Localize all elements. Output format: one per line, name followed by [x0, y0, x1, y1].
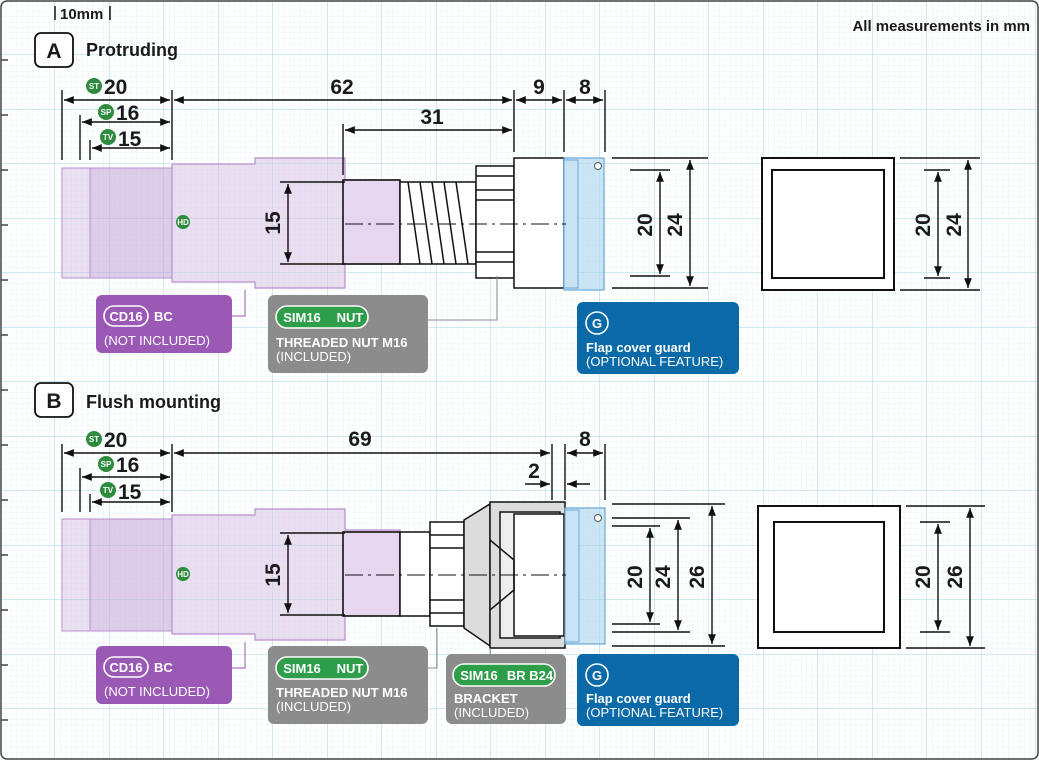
- dim-b-tv: 15: [118, 481, 142, 504]
- section-b-letter-box: [34, 382, 74, 418]
- dim-b-guard: 8: [579, 428, 591, 451]
- svg-text:THREADED NUT M16: THREADED NUT M16: [276, 335, 407, 350]
- dim-b-step: 2: [528, 460, 540, 483]
- section-a-flap-guard: [563, 157, 605, 291]
- badge-sp-a: SP: [101, 108, 112, 117]
- svg-text:THREADED NUT M16: THREADED NUT M16: [276, 685, 407, 700]
- tag-a-cd16: CD16 BC (NOT INCLUDED): [96, 290, 246, 353]
- badge-st-a: ST: [89, 82, 99, 91]
- tag-b-cd16: CD16 BC (NOT INCLUDED): [96, 642, 246, 704]
- dim-b-height: 15: [262, 563, 285, 587]
- badge-hd-a-text: HD: [177, 218, 189, 227]
- svg-text:Flap cover guard: Flap cover guard: [586, 340, 691, 355]
- svg-text:(INCLUDED): (INCLUDED): [454, 705, 529, 720]
- svg-text:SIM16: SIM16: [283, 310, 321, 325]
- dim-a-sp: 16: [116, 102, 139, 125]
- dim-a-thread: 31: [420, 106, 444, 129]
- svg-text:(INCLUDED): (INCLUDED): [276, 699, 351, 714]
- dim-a-front-inner: 20: [912, 213, 935, 236]
- section-a-letter: A: [46, 40, 61, 63]
- svg-text:G: G: [592, 316, 602, 331]
- svg-text:(NOT INCLUDED): (NOT INCLUDED): [104, 684, 210, 699]
- svg-text:BR B24: BR B24: [507, 668, 554, 683]
- dim-a-front-outer: 24: [943, 213, 966, 237]
- dim-a-head: 9: [533, 76, 545, 99]
- svg-text:SIM16: SIM16: [283, 661, 321, 676]
- badge-tv-b: TV: [103, 486, 114, 495]
- badge-sp-b: SP: [101, 460, 112, 469]
- tag-a-sim16-nut: SIM16 NUT THREADED NUT M16 (INCLUDED): [268, 276, 498, 373]
- section-b-title: Flush mounting: [86, 392, 221, 412]
- svg-text:BRACKET: BRACKET: [454, 691, 518, 706]
- svg-text:NUT: NUT: [337, 310, 364, 325]
- badge-hd-b-text: HD: [177, 570, 189, 579]
- tag-b-flap-guard: G Flap cover guard (OPTIONAL FEATURE): [577, 654, 739, 726]
- dim-a-outer: 24: [664, 213, 687, 237]
- badge-hd-a: [176, 215, 190, 229]
- svg-text:(INCLUDED): (INCLUDED): [276, 349, 351, 364]
- svg-text:NUT: NUT: [337, 661, 364, 676]
- dim-a-tv: 15: [118, 128, 142, 151]
- units-note: All measurements in mm: [852, 18, 1030, 35]
- svg-text:G: G: [592, 668, 602, 683]
- section-a-ghost-extension: [61, 157, 401, 289]
- svg-text:(NOT INCLUDED): (NOT INCLUDED): [104, 333, 210, 348]
- svg-text:BC: BC: [154, 309, 173, 324]
- dim-a-guard: 8: [579, 76, 591, 99]
- dim-b-inner: 20: [624, 565, 647, 588]
- svg-text:CD16: CD16: [109, 309, 142, 324]
- svg-text:Flap cover guard: Flap cover guard: [586, 691, 691, 706]
- dim-a-body: 62: [330, 76, 353, 99]
- section-b-flap-guard: [564, 507, 606, 645]
- dim-b-mid: 24: [652, 565, 675, 589]
- dim-a-st: 20: [104, 76, 127, 99]
- section-b-front-inner: [773, 521, 885, 633]
- svg-text:BC: BC: [154, 660, 173, 675]
- section-a-letter-box: [34, 32, 74, 68]
- dim-b-st: 20: [104, 429, 127, 452]
- dim-b-sp: 16: [116, 454, 139, 477]
- badge-st-b: ST: [89, 435, 99, 444]
- edge-ticks: [1, 59, 8, 721]
- section-a-threaded-body: [399, 157, 565, 289]
- dim-b-outer: 26: [686, 565, 709, 588]
- tag-b-sim16-nut: SIM16 NUT THREADED NUT M16 (INCLUDED): [268, 628, 438, 724]
- section-a-title: Protruding: [86, 40, 178, 60]
- section-b-letter: B: [46, 390, 61, 413]
- svg-text:SIM16: SIM16: [460, 668, 498, 683]
- dim-a-inner: 20: [634, 213, 657, 236]
- svg-text:(OPTIONAL FEATURE): (OPTIONAL FEATURE): [586, 705, 723, 720]
- dim-a-height: 15: [262, 211, 285, 235]
- section-a-front-inner: [771, 169, 885, 279]
- dim-b-front-inner: 20: [912, 565, 935, 588]
- tag-a-flap-guard: G Flap cover guard (OPTIONAL FEATURE): [577, 302, 739, 374]
- badge-tv-a: TV: [103, 133, 114, 142]
- dim-b-body: 69: [348, 428, 371, 451]
- scale-label: 10mm: [60, 6, 103, 23]
- dim-b-front-outer: 26: [944, 565, 967, 588]
- svg-text:CD16: CD16: [109, 660, 142, 675]
- svg-text:(OPTIONAL FEATURE): (OPTIONAL FEATURE): [586, 354, 723, 369]
- tag-b-sim16-bracket: SIM16 BR B24 BRACKET (INCLUDED): [446, 648, 566, 724]
